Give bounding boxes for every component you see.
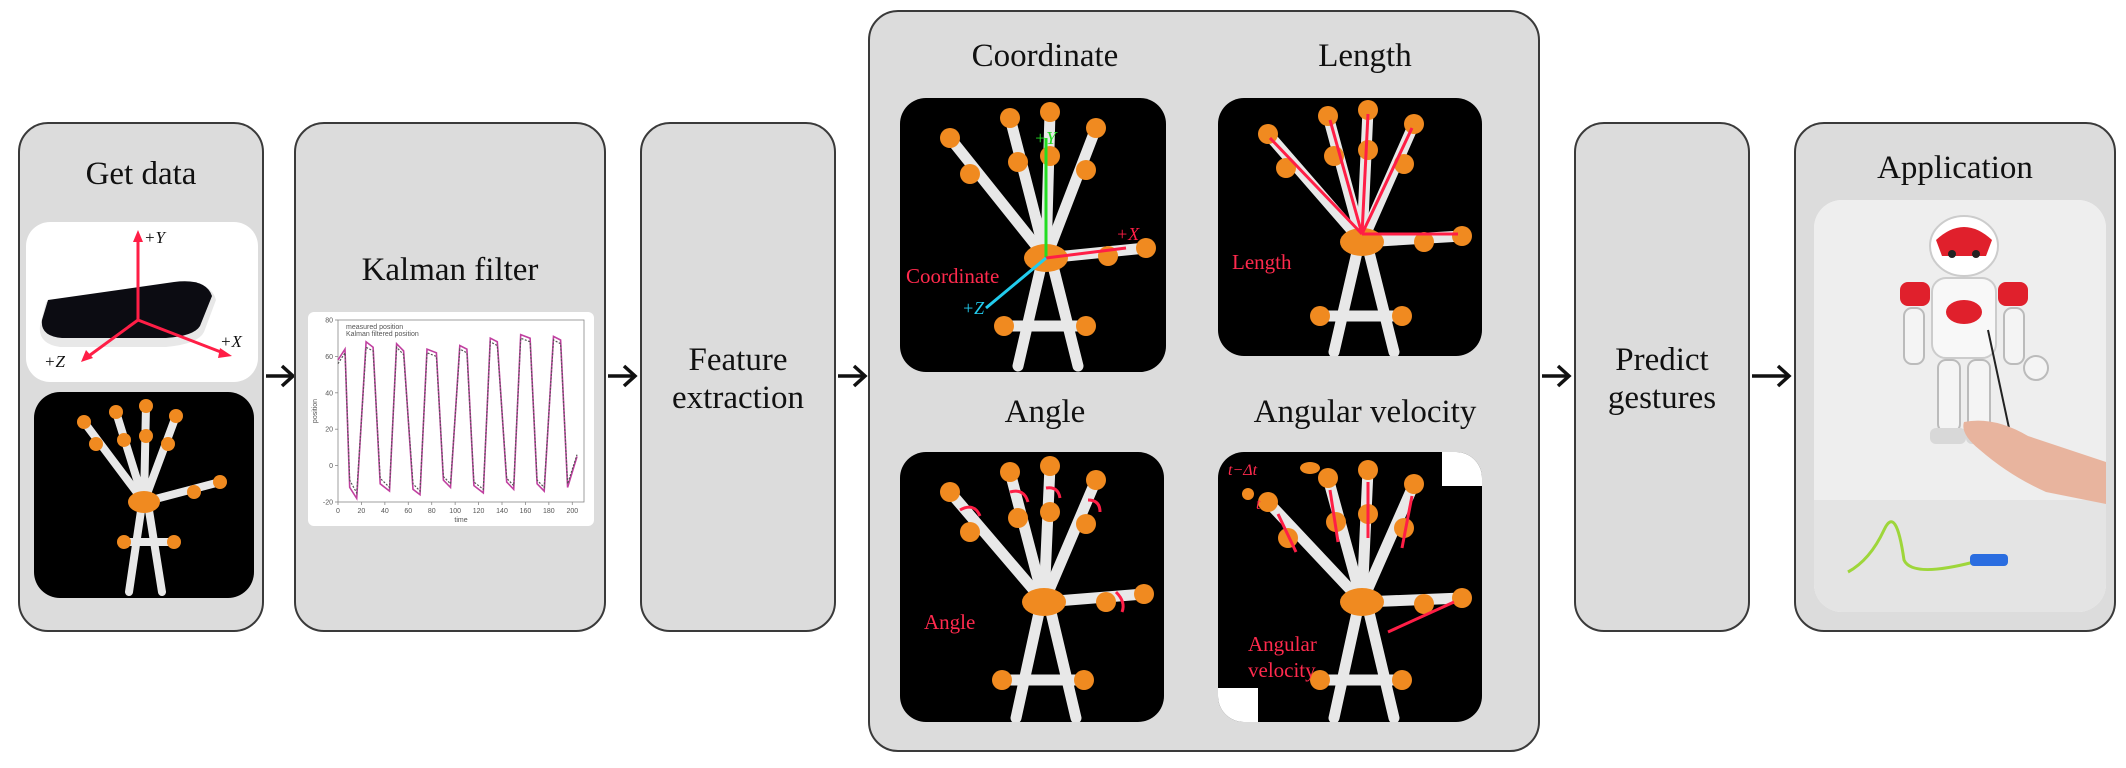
x-tick-label-8: 160 bbox=[520, 508, 532, 515]
coordinate-label: Coordinate bbox=[906, 264, 1000, 288]
features-panel: Coordinate Length Angle Angular velocity bbox=[868, 10, 1540, 752]
length-label: Length bbox=[1232, 250, 1292, 274]
predict-gestures-panel: Predict gestures bbox=[1574, 122, 1750, 632]
angle-label: Angle bbox=[924, 610, 976, 634]
application-title: Application bbox=[1877, 150, 2033, 186]
x-tick-label-2: 40 bbox=[381, 508, 389, 515]
x-tick-label-3: 60 bbox=[404, 508, 412, 515]
y-tick-label-2: 20 bbox=[325, 427, 333, 434]
flow-arrow-4 bbox=[1542, 364, 1572, 388]
x-axis-label: time bbox=[454, 517, 467, 524]
x-tick-label-7: 140 bbox=[496, 508, 508, 515]
angular-velocity-title: Angular velocity bbox=[1253, 394, 1477, 430]
angular-velocity-label-2: velocity bbox=[1248, 658, 1316, 682]
series-line-0 bbox=[337, 333, 578, 501]
y-tick-label-5: 80 bbox=[325, 318, 333, 325]
feature-extraction-title-1: Feature bbox=[688, 342, 788, 378]
get-data-title: Get data bbox=[85, 156, 197, 192]
x-tick-label-6: 120 bbox=[473, 508, 485, 515]
application-panel: Application bbox=[1794, 122, 2116, 632]
legend-kalman: Kalman filtered position bbox=[346, 331, 419, 338]
legend-measured: measured position bbox=[346, 324, 404, 331]
device-axis-z-label: +Z bbox=[44, 352, 65, 371]
t-label: t bbox=[1256, 496, 1261, 513]
flow-arrow-1 bbox=[266, 364, 296, 388]
series-line-1 bbox=[337, 337, 578, 495]
x-tick-label-0: 0 bbox=[336, 508, 340, 515]
y-tick-label-4: 60 bbox=[325, 354, 333, 361]
chart-legend: measured position Kalman filtered positi… bbox=[346, 324, 419, 338]
flow-arrow-2 bbox=[608, 364, 638, 388]
robot-photo bbox=[1814, 200, 2106, 612]
feature-extraction-panel: Feature extraction bbox=[640, 122, 836, 632]
coord-axis-x-label: +X bbox=[1116, 224, 1140, 244]
flow-arrow-3 bbox=[838, 364, 868, 388]
y-axis-label: position bbox=[312, 399, 319, 423]
x-tick-label-1: 20 bbox=[358, 508, 366, 515]
t-minus-delta-label: t−Δt bbox=[1228, 462, 1258, 479]
device-axis-x-label: +X bbox=[220, 332, 242, 351]
y-tick-label-3: 40 bbox=[325, 390, 333, 397]
device-axis-y-label: +Y bbox=[144, 228, 165, 247]
angular-velocity-label-1: Angular bbox=[1248, 632, 1317, 656]
predict-gestures-title-1: Predict bbox=[1615, 342, 1709, 378]
get-data-panel: Get data +Y +X +Z bbox=[18, 122, 264, 632]
coordinate-title: Coordinate bbox=[971, 38, 1119, 74]
coord-axis-z-label: +Z bbox=[962, 298, 985, 318]
kalman-filter-title: Kalman filter bbox=[361, 252, 539, 288]
x-tick-label-10: 200 bbox=[566, 508, 578, 515]
hand-skeleton-image bbox=[34, 392, 254, 598]
plot-frame bbox=[337, 319, 585, 503]
angular-velocity-image: t−Δt t Angular velocity bbox=[1218, 452, 1482, 722]
flow-arrow-5 bbox=[1752, 364, 1792, 388]
feature-extraction-title-2: extraction bbox=[672, 380, 804, 416]
y-tick-label-1: 0 bbox=[329, 463, 333, 470]
x-tick-label-5: 100 bbox=[449, 508, 461, 515]
angle-title: Angle bbox=[1004, 394, 1086, 430]
predict-gestures-title-2: gestures bbox=[1607, 380, 1717, 416]
x-tick-label-9: 180 bbox=[543, 508, 555, 515]
coord-axis-y-label: +Y bbox=[1034, 128, 1057, 148]
length-title: Length bbox=[1318, 38, 1412, 74]
angle-image: Angle bbox=[900, 452, 1164, 722]
length-image: Length bbox=[1218, 98, 1482, 356]
coordinate-image: Coordinate +Y +X +Z bbox=[900, 98, 1166, 372]
kalman-filter-panel: Kalman filter 0 20 40 60 80 100 120 140 160 180 20… bbox=[294, 122, 606, 632]
y-tick-label-0: -20 bbox=[323, 500, 333, 507]
leap-device-image: +Y +X +Z bbox=[26, 222, 258, 382]
x-tick-label-4: 80 bbox=[428, 508, 436, 515]
hand-skeleton-svg bbox=[77, 399, 227, 596]
